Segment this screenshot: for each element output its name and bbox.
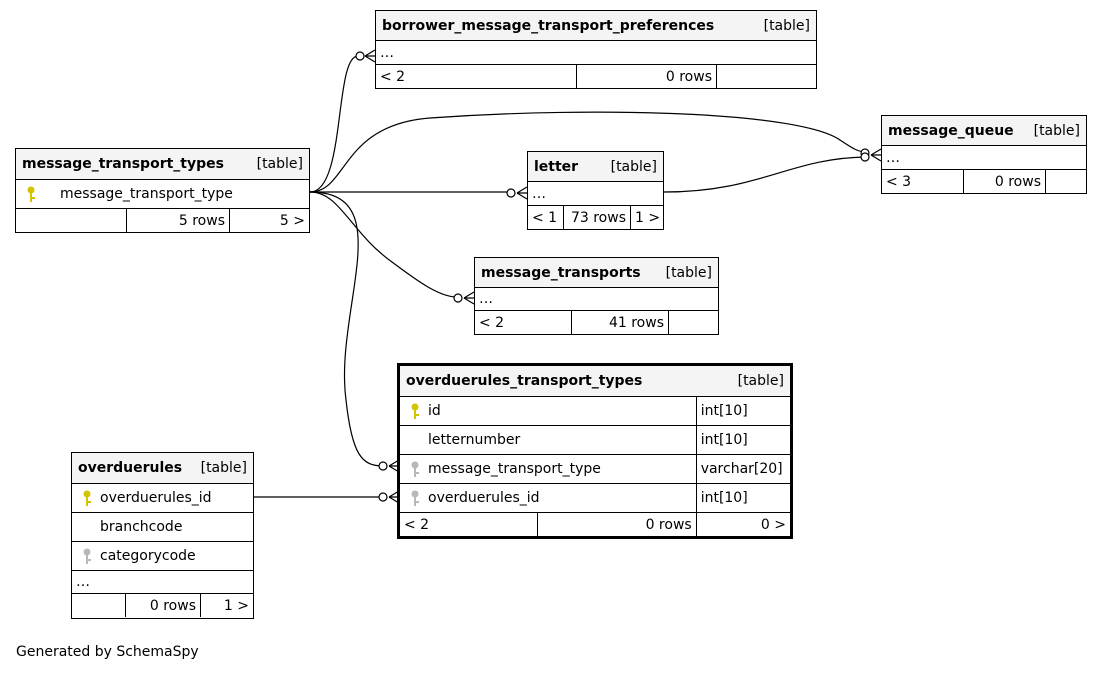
table-kind: [table] — [256, 156, 303, 172]
foreign-key-icon — [83, 548, 91, 564]
crows-foot — [364, 49, 376, 63]
primary-key-icon — [411, 403, 419, 419]
row-count: 0 rows — [576, 65, 716, 88]
table-kind: [table] — [200, 460, 247, 476]
edge-letter-to-message-queue — [663, 156, 867, 193]
table-message-queue[interactable]: message_queue [table] … < 3 0 rows — [881, 115, 1087, 194]
children-count[interactable]: 0 > — [695, 513, 790, 536]
table-message-transports[interactable]: message_transports [table] … < 2 41 rows — [474, 257, 719, 335]
foreign-key-icon — [411, 490, 419, 506]
children-count[interactable] — [716, 65, 816, 88]
column-type: int[10] — [695, 426, 790, 454]
crows-foot — [463, 291, 475, 305]
edge-end-circle — [453, 293, 463, 303]
table-name: message_transports — [481, 264, 641, 281]
parents-count[interactable] — [72, 594, 125, 617]
table-name: overduerules — [78, 460, 183, 476]
columns-ellipsis: … — [76, 574, 90, 590]
row-count: 5 rows — [126, 209, 229, 232]
table-kind: [table] — [737, 373, 784, 389]
column-name: overduerules_id — [100, 490, 212, 506]
edge-to-borrower-prefs — [309, 55, 359, 193]
children-count[interactable] — [668, 311, 718, 334]
parents-count[interactable]: < 3 — [886, 173, 912, 190]
table-kind: [table] — [1033, 122, 1080, 139]
edge-end-circle — [506, 188, 516, 198]
edge-to-message-transports — [309, 191, 458, 298]
children-count[interactable]: 1 > — [200, 594, 253, 617]
column-name: branchcode — [100, 519, 183, 535]
edge-end-circle — [378, 461, 388, 471]
column-type: int[10] — [695, 397, 790, 425]
crows-foot — [870, 148, 882, 162]
foreign-key-icon — [411, 461, 419, 477]
generated-by-footer: Generated by SchemaSpy — [16, 644, 199, 660]
edge-to-message-queue — [309, 111, 867, 193]
parents-count[interactable] — [16, 209, 126, 232]
table-kind: [table] — [610, 158, 657, 175]
column-name: overduerules_id — [428, 490, 540, 506]
children-count[interactable] — [1045, 170, 1086, 193]
row-count: 0 rows — [536, 513, 696, 536]
column-type: int[10] — [695, 484, 790, 512]
edge-to-ott-mtt — [309, 191, 384, 467]
parents-count[interactable]: < 2 — [380, 68, 406, 85]
columns-ellipsis: … — [886, 149, 900, 166]
columns-ellipsis: … — [380, 44, 394, 61]
table-letter[interactable]: letter [table] … < 1 73 rows 1 > — [527, 151, 664, 230]
columns-ellipsis: … — [479, 291, 493, 307]
row-count: 0 rows — [125, 594, 200, 617]
parents-count[interactable]: < 2 — [404, 516, 430, 533]
column-name: message_transport_type — [428, 461, 601, 477]
edge-end-circle — [355, 51, 365, 61]
table-message-transport-types[interactable]: message_transport_types [table] message_… — [15, 148, 310, 233]
primary-key-icon — [83, 490, 91, 506]
table-kind: [table] — [763, 17, 810, 34]
table-name: letter — [534, 158, 579, 175]
crows-foot — [516, 186, 528, 200]
children-count[interactable]: 1 > — [630, 206, 663, 229]
edge-end-circle — [860, 152, 870, 162]
table-kind: [table] — [665, 264, 712, 281]
row-count: 0 rows — [963, 170, 1045, 193]
column-type: varchar[20] — [695, 455, 790, 483]
column-name: message_transport_type — [60, 186, 233, 202]
primary-key-icon — [27, 186, 35, 202]
table-name: borrower_message_transport_preferences — [382, 17, 715, 34]
children-count[interactable]: 5 > — [229, 209, 309, 232]
column-name: id — [428, 403, 441, 419]
parents-count[interactable]: < 1 — [532, 209, 558, 226]
parents-count[interactable]: < 2 — [479, 314, 505, 331]
table-overduerules[interactable]: overduerules [table] overduerules_id bra… — [71, 452, 254, 619]
column-name: letternumber — [428, 432, 521, 448]
row-count: 41 rows — [571, 311, 668, 334]
row-count: 73 rows — [563, 206, 630, 229]
columns-ellipsis: … — [532, 185, 546, 202]
table-name: message_queue — [888, 122, 1014, 139]
edge-end-circle — [378, 492, 388, 502]
column-name: categorycode — [100, 548, 196, 564]
table-overduerules-transport-types[interactable]: overduerules_transport_types [table] id … — [397, 363, 793, 539]
table-name: overduerules_transport_types — [406, 373, 643, 389]
table-borrower-message-transport-preferences[interactable]: borrower_message_transport_preferences [… — [375, 10, 817, 89]
table-name: message_transport_types — [22, 156, 224, 172]
